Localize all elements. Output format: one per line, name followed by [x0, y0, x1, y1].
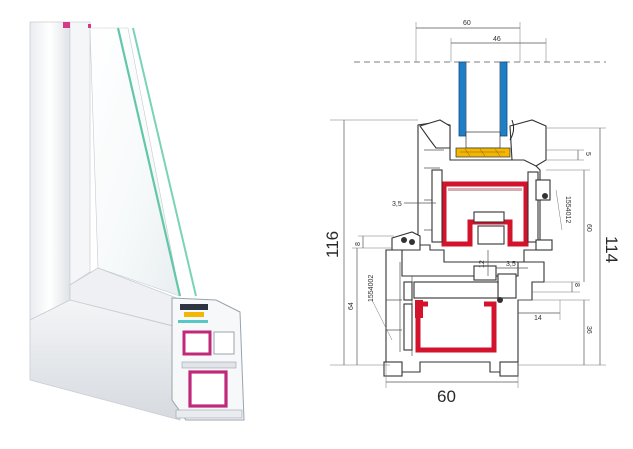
sash-top-accent [88, 24, 91, 28]
dim-frame-left: 64 [348, 302, 355, 310]
spacer-yellow [455, 147, 511, 158]
frame-left-side [29, 21, 71, 321]
dim-center-35: 3,5 [506, 261, 516, 268]
glass-edge-front [116, 27, 182, 297]
technical-drawing: 60 46 [323, 20, 621, 406]
sash-right-part [509, 119, 547, 167]
glass-pane-outer [458, 61, 467, 137]
dim-gasket: 5 [584, 152, 591, 156]
dim-left-code: 1554002 [368, 275, 375, 302]
dim-glass-inner: 46 [493, 36, 501, 43]
sash-reinforcement [441, 181, 529, 247]
glass-pane [89, 27, 181, 297]
window-corner-render [29, 21, 245, 421]
frame-top-accent [63, 22, 70, 28]
dim-center-12: 12 [479, 260, 486, 268]
profile-cross-section-render [171, 297, 245, 421]
dim-right-60: 60 [585, 224, 592, 232]
sash-left-side [69, 21, 91, 286]
glass-edge-back [132, 27, 197, 297]
dim-left-height: 116 [323, 231, 342, 258]
spacer-frame [465, 131, 501, 149]
dim-bottom-width: 60 [437, 387, 456, 406]
glass-pane-inner [499, 61, 508, 137]
dim-bottom-14: 14 [534, 315, 542, 322]
dim-gap-left: 3,5 [392, 201, 402, 208]
frame-reinforcement [415, 301, 497, 353]
dim-right-36: 36 [585, 326, 592, 334]
glazing-bead [419, 119, 451, 149]
dim-sash-overlap: 8 [355, 242, 362, 246]
dim-glass-total: 60 [463, 20, 471, 27]
dim-right-height: 114 [602, 236, 621, 263]
dim-right-8: 8 [573, 283, 580, 287]
dim-right-code: 1554012 [564, 196, 571, 223]
